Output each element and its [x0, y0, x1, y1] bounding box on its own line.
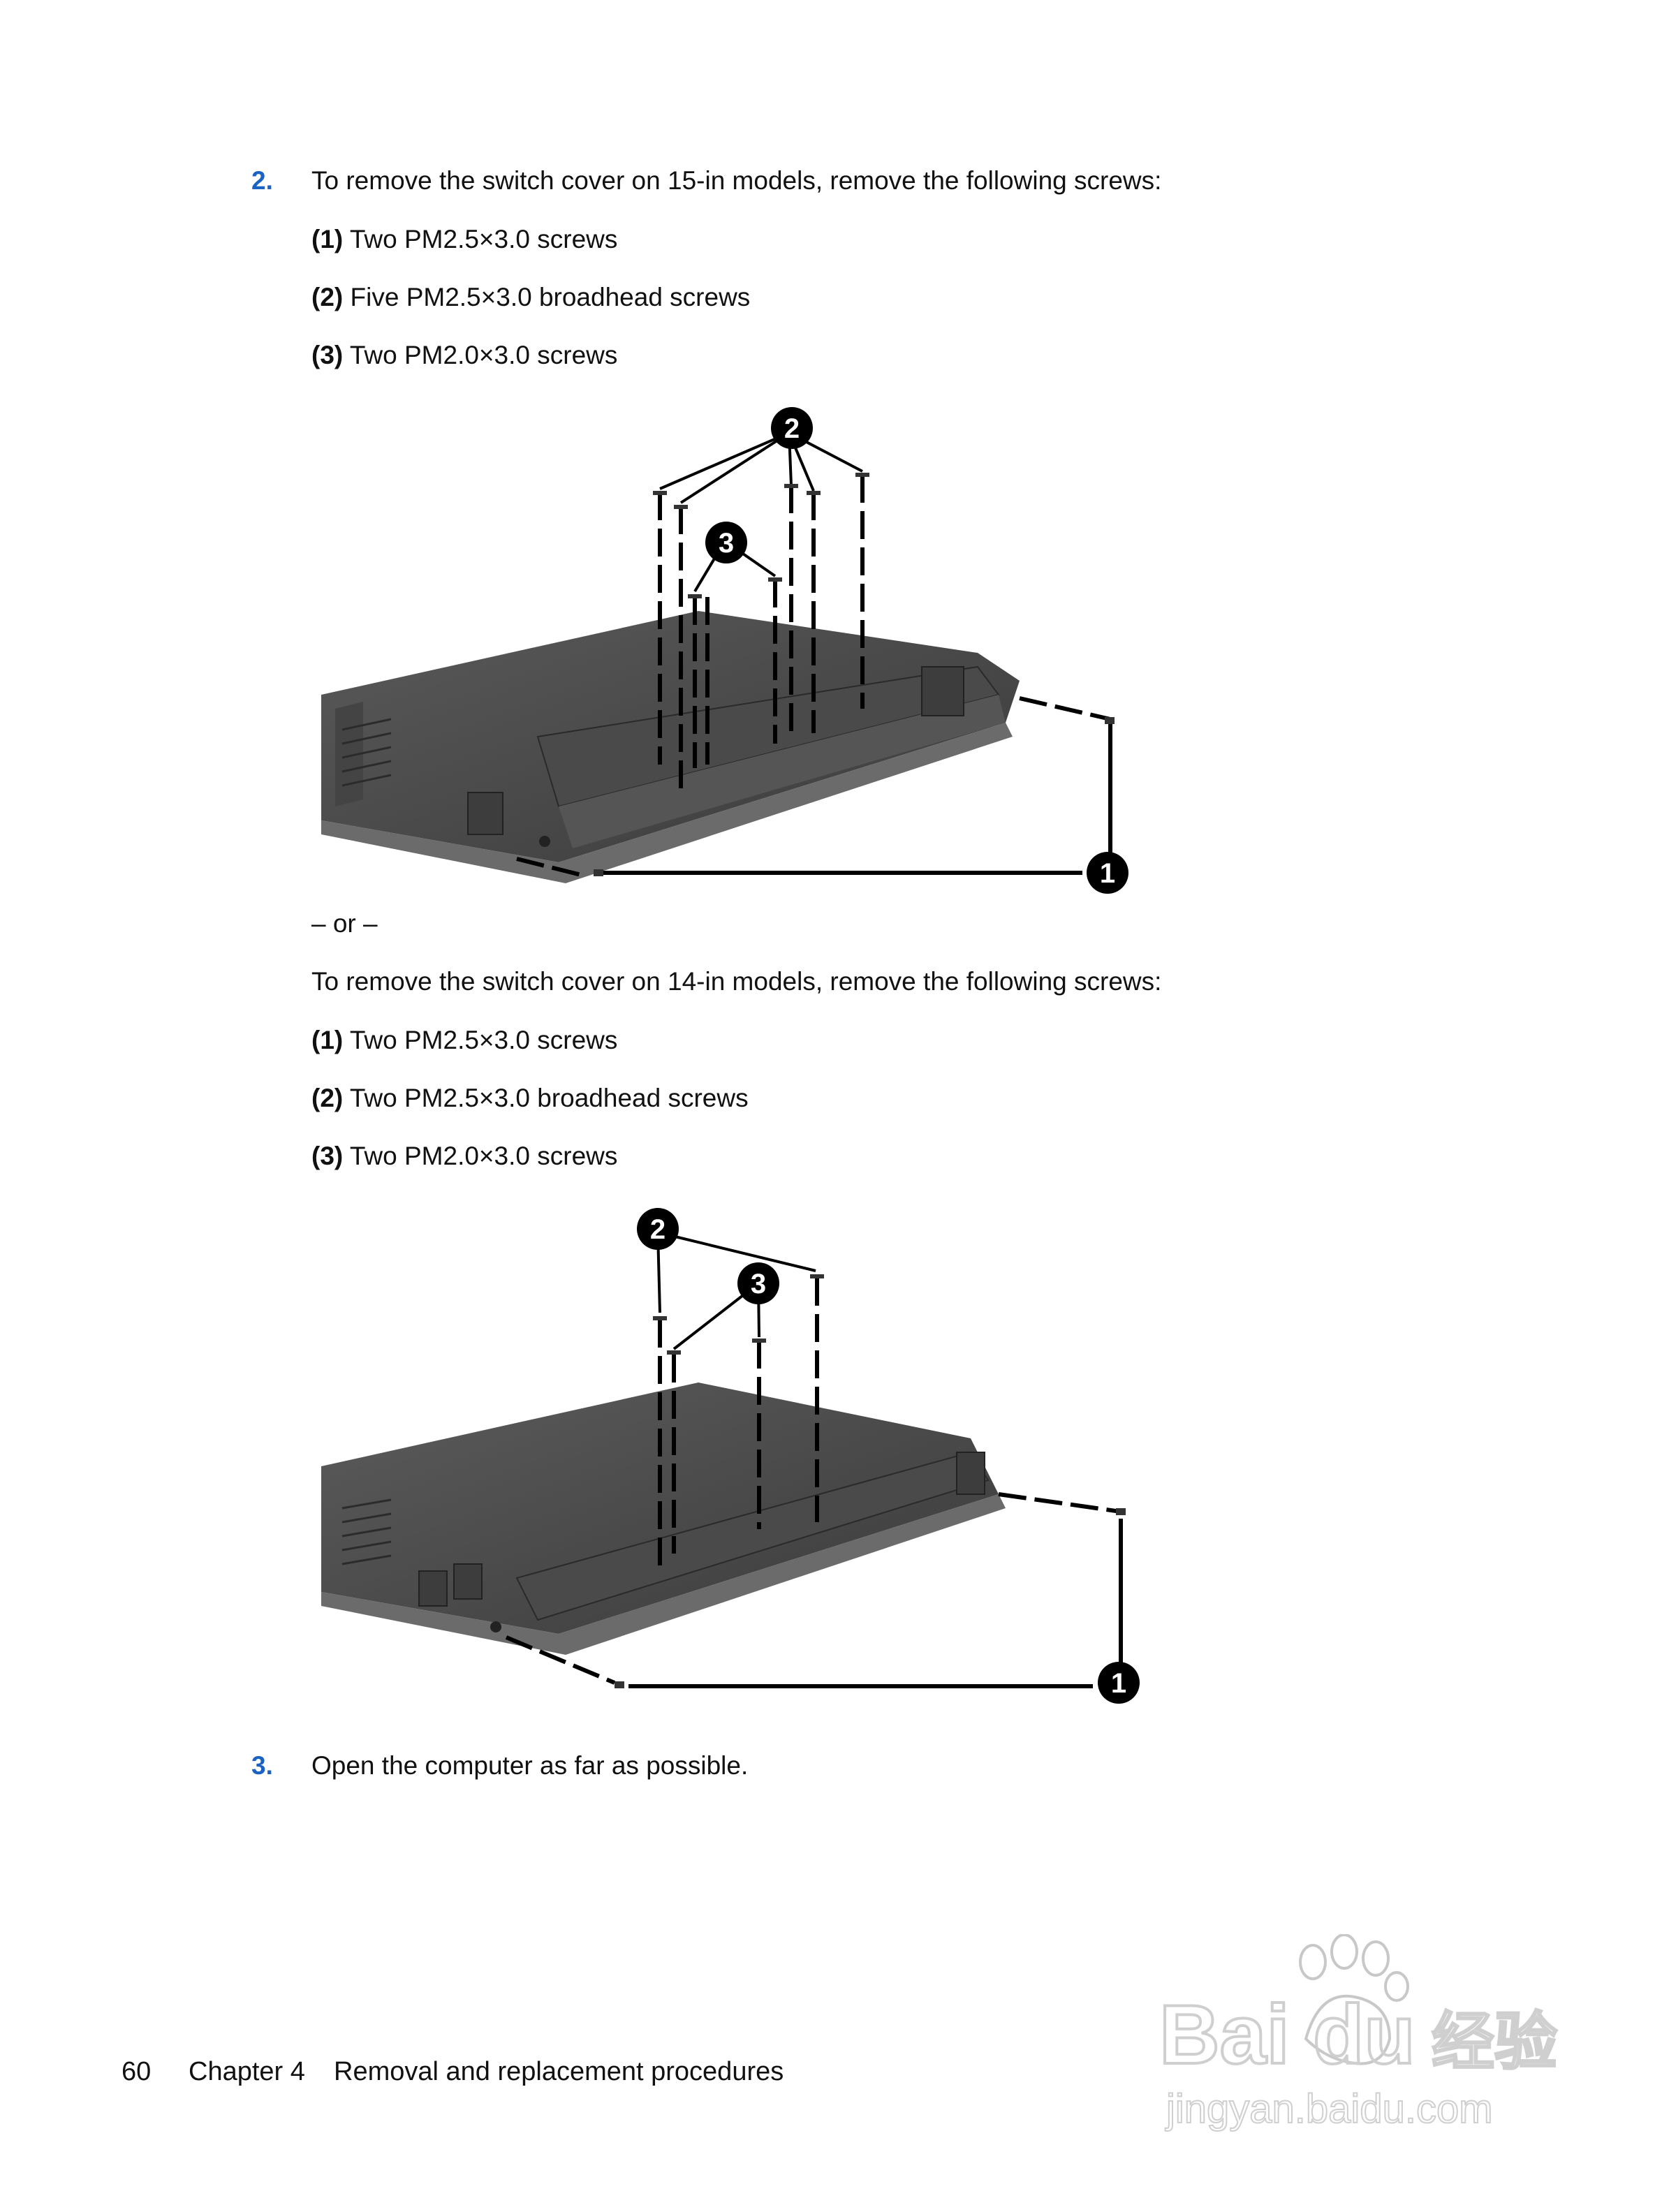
list-item: (3) Two PM2.0×3.0 screws	[311, 1140, 617, 1172]
screw-icons	[615, 1274, 1126, 1688]
item-text: Two PM2.0×3.0 screws	[349, 341, 618, 369]
list-item: (2) Five PM2.5×3.0 broadhead screws	[311, 281, 750, 314]
item-text: Five PM2.5×3.0 broadhead screws	[350, 283, 751, 311]
item-text: Two PM2.0×3.0 screws	[349, 1142, 618, 1170]
callout-3-label: 3	[719, 528, 734, 559]
footer-chapter: Chapter 4	[189, 2057, 305, 2086]
screw-icons	[594, 473, 1115, 876]
callout-2: 2	[771, 407, 813, 449]
list-item: (3) Two PM2.0×3.0 screws	[311, 339, 617, 371]
figure-15in-screw-removal: 2 3 1	[321, 407, 1128, 894]
callout-2-label: 2	[784, 413, 800, 444]
step-number: 3.	[251, 1751, 273, 1780]
screw-leader-lines	[516, 432, 1112, 878]
watermark-cn: 经验	[1432, 2005, 1557, 2079]
callout-label: (3)	[311, 1142, 344, 1170]
callout-label: (2)	[311, 283, 344, 311]
item-text: Two PM2.5×3.0 screws	[349, 225, 618, 253]
baidu-jingyan-watermark: Bai du 经验 jingyan.baidu.com	[1158, 1934, 1559, 2132]
paw-logo	[1299, 1934, 1409, 2065]
laptop-base-illustration	[321, 1382, 1006, 1655]
callout-1: 1	[1098, 1662, 1140, 1704]
watermark-url: jingyan.baidu.com	[1165, 2086, 1493, 2132]
callout-3: 3	[705, 522, 747, 563]
callout-1: 1	[1087, 852, 1128, 894]
list-item: (1) Two PM2.5×3.0 screws	[311, 1024, 617, 1056]
page-number: 60	[122, 2057, 152, 2086]
callout-1-label: 1	[1100, 858, 1115, 889]
step-3-text: Open the computer as far as possible.	[311, 1751, 749, 1780]
step-number: 2.	[251, 166, 273, 195]
callout-3: 3	[737, 1262, 779, 1304]
laptop-base-illustration	[321, 611, 1020, 883]
footer-title: Removal and replacement procedures	[334, 2057, 784, 2086]
callout-label: (2)	[311, 1084, 344, 1112]
item-text: Two PM2.5×3.0 screws	[349, 1026, 618, 1054]
watermark-brand: Bai du	[1159, 1988, 1415, 2081]
callout-label: (3)	[311, 341, 344, 369]
figure-14in-screw-removal: 2 3 1	[321, 1208, 1140, 1704]
callout-label: (1)	[311, 225, 344, 253]
callout-1-label: 1	[1111, 1668, 1126, 1699]
or-separator: – or –	[311, 909, 378, 938]
screw-leader-lines	[505, 1231, 1123, 1688]
list-item: (1) Two PM2.5×3.0 screws	[311, 223, 617, 256]
callout-3-label: 3	[751, 1269, 766, 1299]
list-item: (2) Two PM2.5×3.0 broadhead screws	[311, 1082, 749, 1114]
callout-label: (1)	[311, 1026, 344, 1054]
step-2-intro-14in: To remove the switch cover on 14-in mode…	[311, 967, 1162, 996]
item-text: Two PM2.5×3.0 broadhead screws	[349, 1084, 749, 1112]
callout-2: 2	[637, 1208, 679, 1250]
step-2-intro-15in: To remove the switch cover on 15-in mode…	[311, 166, 1162, 195]
callout-2-label: 2	[650, 1214, 665, 1245]
